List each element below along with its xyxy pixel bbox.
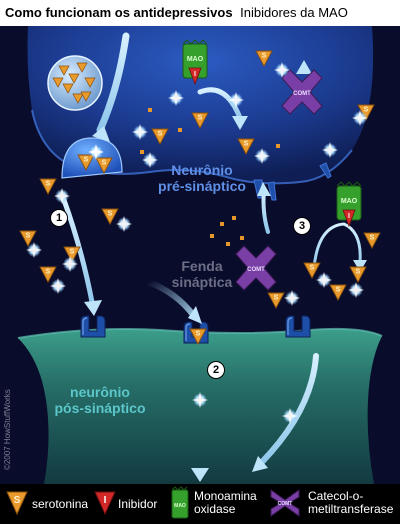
postsynaptic-label-line-2: pós-sináptico [54, 400, 146, 416]
svg-text:I: I [104, 495, 107, 506]
postsynaptic-label: neurônio pós-sináptico [40, 384, 160, 416]
svg-text:I: I [194, 71, 196, 78]
legend-serotonin-label: serotonina [32, 497, 89, 511]
synapse-diagram: S [17, 26, 383, 484]
legend-mao-label-line-2: oxidase [194, 502, 236, 516]
mao-enzyme: MAO I [336, 181, 362, 228]
legend-comt-label-line-2: metiltransferase [308, 502, 394, 516]
mao-enzyme: MAO I [182, 39, 208, 86]
mao-icon: MAO [171, 486, 189, 519]
svg-text:MAO: MAO [174, 503, 186, 509]
legend-comt-label: Catecol-o- metiltransferase [308, 490, 393, 516]
receptor [285, 315, 311, 338]
arrow [197, 87, 243, 121]
legend-comt-label-line-1: Catecol-o- [308, 489, 364, 503]
serotonin-icon: S [6, 491, 28, 516]
comt-enzyme: COMT [235, 245, 277, 291]
svg-text:I: I [348, 213, 350, 220]
svg-text:S: S [14, 495, 21, 506]
presynaptic-label-line-1: Neurônio [171, 162, 233, 178]
page-title: Como funcionam os antidepressivos [5, 5, 233, 20]
step-1-marker: 1 [51, 210, 67, 226]
svg-text:MAO: MAO [187, 56, 204, 63]
arrow [61, 197, 95, 305]
svg-text:COMT: COMT [247, 267, 265, 273]
legend: S serotonina I Inibidor MAO Monoamina ox… [0, 484, 400, 524]
step-2-marker: 2 [208, 362, 224, 378]
arrow [261, 188, 270, 234]
svg-text:COMT: COMT [278, 501, 293, 507]
arrow [96, 32, 130, 134]
inhibitor-icon: I [94, 491, 116, 516]
arrow [312, 222, 362, 270]
metabolites [140, 108, 280, 246]
step-3-marker: 3 [294, 218, 310, 234]
vesicle [47, 55, 103, 111]
postsynaptic-label-line-1: neurônio [70, 384, 130, 400]
arrow [259, 353, 319, 465]
vesicle [61, 137, 123, 179]
cleft-label-line-2: sináptica [171, 274, 233, 290]
cleft-label-line-1: Fenda [181, 258, 223, 274]
svg-text:MAO: MAO [341, 198, 358, 205]
comt-icon: COMT [270, 489, 300, 517]
title-bar: Como funcionam os antidepressivos Inibid… [0, 0, 400, 26]
comt-enzyme: COMT [281, 69, 323, 115]
svg-text:COMT: COMT [293, 91, 311, 97]
legend-mao-label: Monoamina oxidase [194, 490, 257, 516]
presynaptic-label: Neurônio pré-sináptico [122, 162, 282, 194]
presynaptic-label-line-2: pré-sináptico [158, 178, 246, 194]
copyright: ©2007 HowStuffWorks [3, 389, 12, 470]
arrow [145, 279, 197, 319]
legend-mao-label-line-1: Monoamina [194, 489, 257, 503]
receptor [80, 315, 106, 338]
page-subtitle: Inibidores da MAO [240, 5, 348, 20]
legend-inhibitor-label: Inibidor [118, 497, 158, 511]
cleft-label: Fenda sináptica [142, 258, 262, 290]
